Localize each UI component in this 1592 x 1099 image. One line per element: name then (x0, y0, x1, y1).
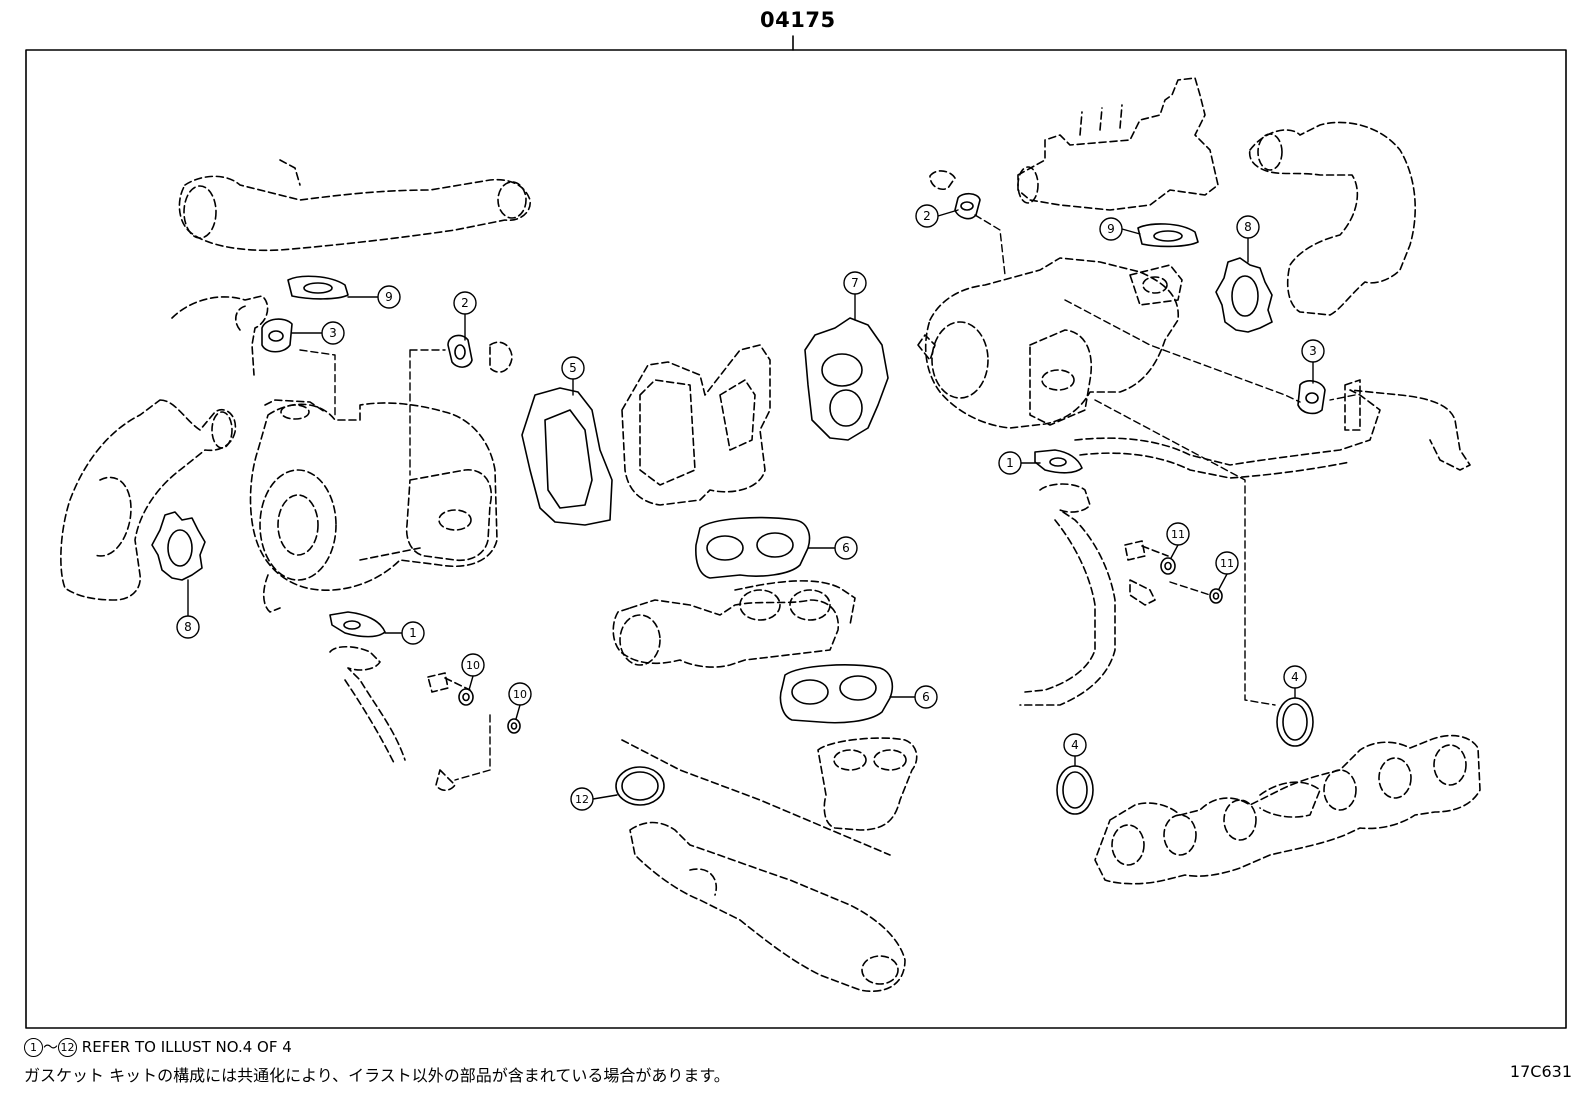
gasket-2-right (929, 170, 981, 220)
gasket-7 (804, 317, 889, 441)
left-bolt (427, 672, 471, 693)
callout-11-b: 11 (1220, 557, 1234, 570)
gasket-6-upper (695, 516, 811, 579)
callout-2-left: 2 (461, 296, 469, 310)
kit-part-number: 04175 (760, 8, 836, 32)
center-dashed-bracket (621, 739, 891, 856)
gasket-6-lower (779, 664, 894, 724)
right-turbocharger (917, 257, 1183, 429)
gasket-3-left (261, 318, 293, 353)
japanese-note: ガスケット キットの構成には共通化により、イラスト以外の部品が含まれている場合が… (24, 1066, 730, 1085)
gasket-3-right (1297, 380, 1326, 415)
callout-1-left: 1 (409, 626, 417, 640)
right-bolt (1124, 540, 1169, 561)
right-intake-pipe (1017, 77, 1219, 211)
refer-to-callout: 12 (58, 1038, 78, 1057)
gasket-4-right (1276, 697, 1314, 747)
right-oil-return-pipe (1019, 483, 1156, 706)
gasket-1-left (329, 611, 386, 638)
refer-separator: ～ (43, 1038, 59, 1056)
dashed-connection-lines (299, 214, 1356, 781)
right-exhaust-manifold (1094, 734, 1481, 885)
callout-9-right: 9 (1107, 222, 1115, 236)
gasket-9-left (287, 275, 349, 300)
gasket-1-right (1034, 449, 1083, 474)
callout-6-upper: 6 (842, 541, 850, 555)
callout-7: 7 (851, 276, 859, 290)
center-exhaust-pipe (612, 580, 856, 668)
callout-3-left: 3 (329, 326, 337, 340)
illustration-code: 17C631 (1509, 1062, 1572, 1081)
washer-11 (1160, 557, 1223, 604)
callouts (176, 204, 1325, 811)
center-flange-lower (817, 737, 918, 831)
callout-8-right: 8 (1244, 220, 1252, 234)
washer-10 (458, 688, 521, 734)
left-outlet-elbow (60, 399, 237, 601)
refer-text: REFER TO ILLUST NO.4 OF 4 (81, 1038, 292, 1056)
left-oil-line (171, 295, 269, 376)
gasket-2-left (447, 334, 513, 373)
center-flange-pair (621, 344, 771, 506)
callout-3-right: 3 (1309, 344, 1317, 358)
callout-10-a: 10 (466, 659, 480, 672)
callout-2-right: 2 (923, 209, 931, 223)
callout-9-left: 9 (385, 290, 393, 304)
callout-11-a: 11 (1171, 528, 1185, 541)
kit-frame (25, 35, 1567, 1029)
right-outlet-elbow (1248, 121, 1416, 316)
gasket-5 (521, 387, 613, 526)
gasket-8-right (1215, 257, 1273, 333)
gasket-12 (615, 766, 665, 806)
gasket-4-lower (1056, 765, 1094, 815)
callout-6-lower: 6 (922, 690, 930, 704)
gasket-9-right (1137, 223, 1199, 248)
callout-8-left: 8 (184, 620, 192, 634)
right-oil-line (1074, 379, 1471, 479)
callout-1-right: 1 (1006, 456, 1014, 470)
refer-from-callout: 1 (24, 1038, 43, 1057)
callout-4-right: 4 (1291, 670, 1299, 684)
refer-note: 1～12 REFER TO ILLUST NO.4 OF 4 (24, 1036, 292, 1057)
left-intake-pipe (178, 159, 531, 252)
gasket-8-left (151, 511, 206, 581)
left-oil-return-pipe (329, 645, 456, 792)
center-front-pipe (629, 821, 906, 992)
callout-4-lower: 4 (1071, 738, 1079, 752)
callout-labels: 1 1 2 2 3 3 4 4 5 6 6 7 8 8 9 9 10 10 11… (184, 209, 1317, 806)
callout-10-b: 10 (513, 688, 527, 701)
left-turbocharger (249, 399, 498, 613)
callout-12: 12 (575, 793, 589, 806)
callout-5: 5 (569, 361, 577, 375)
